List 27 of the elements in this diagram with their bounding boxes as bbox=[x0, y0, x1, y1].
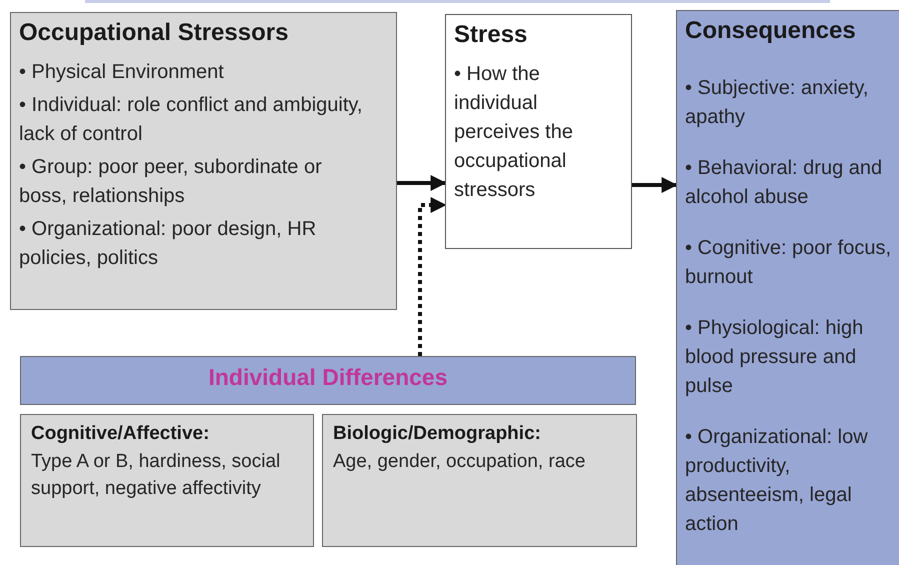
box-text: • Group: poor peer, subordinate or boss, relationships bbox=[19, 154, 323, 209]
box-heading: Consequences bbox=[685, 17, 857, 46]
process-box bbox=[10, 12, 397, 310]
box-text: • Organizational: poor design, HR policies, politics bbox=[19, 216, 318, 271]
box-text: Age, gender, occupation, race bbox=[333, 450, 586, 474]
box-text: Type A or B, hardiness, social support, negative affectivity bbox=[31, 450, 282, 502]
box-text: • Physical Environment bbox=[19, 60, 225, 85]
factor-box bbox=[20, 414, 314, 547]
box-text: • How the individual perceives the occupational stressors bbox=[454, 62, 574, 203]
box-text: • Behavioral: drug and alcohol abuse bbox=[685, 156, 884, 210]
box-heading: Stress bbox=[454, 21, 528, 50]
box-heading: Cognitive/Affective: bbox=[31, 423, 210, 446]
box-text: • Organizational: low productivity, absenteeism, legal action bbox=[685, 424, 869, 537]
box-text: • Cognitive: poor focus, burnout bbox=[685, 236, 892, 290]
arrow bbox=[632, 177, 678, 193]
box-heading: Occupational Stressors bbox=[19, 19, 290, 48]
box-heading: Biologic/Demographic: bbox=[333, 423, 542, 446]
box-heading: Individual Differences bbox=[208, 364, 448, 392]
arrow bbox=[397, 175, 447, 191]
box-text: • Individual: role conflict and ambiguity, lack of control bbox=[19, 92, 364, 147]
box-text: • Physiological: high blood pressure and pulse bbox=[685, 316, 864, 399]
process-box bbox=[445, 14, 632, 249]
factor-box bbox=[322, 414, 637, 547]
heading-band bbox=[20, 356, 636, 405]
consequences-box bbox=[676, 10, 899, 565]
arrow bbox=[418, 197, 447, 356]
box-text: • Subjective: anxiety, apathy bbox=[685, 76, 870, 130]
